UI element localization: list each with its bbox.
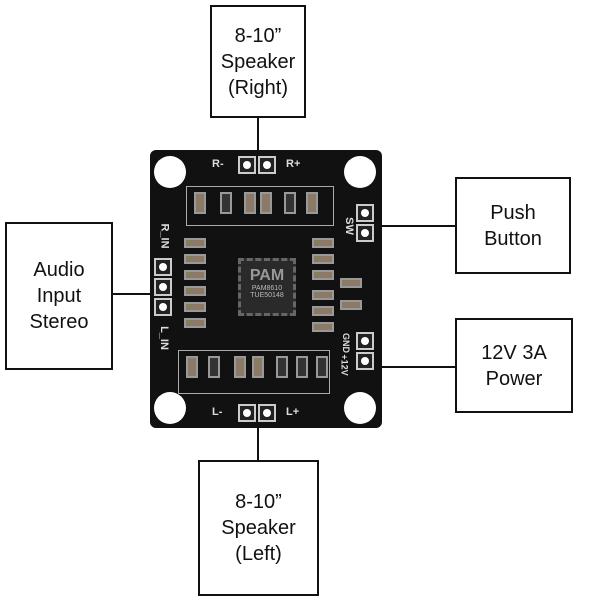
label-line: Speaker <box>220 50 296 73</box>
capacitor <box>184 302 206 312</box>
capacitor <box>260 192 272 214</box>
capacitor <box>186 356 198 378</box>
label-line: Push <box>490 201 536 224</box>
pad-r-plus <box>258 156 276 174</box>
pad-l-minus <box>238 404 256 422</box>
label-line: 12V 3A <box>481 341 547 364</box>
pad-audio-gnd <box>154 278 172 296</box>
capacitor <box>306 192 318 214</box>
resistor <box>220 192 232 214</box>
pad-audio-r <box>154 258 172 276</box>
capacitor <box>312 254 334 264</box>
label-line: 8-10” <box>235 491 282 513</box>
label-line: (Right) <box>227 76 288 99</box>
connector-bottom <box>257 418 259 460</box>
label-box-right-speaker: 8-10” Speaker (Right) <box>210 5 306 118</box>
capacitor <box>234 356 246 378</box>
silk-l-in: L_IN <box>157 326 170 350</box>
inductor <box>316 356 328 378</box>
mount-hole <box>154 392 186 424</box>
label-box-audio-input: Audio Input Stereo <box>5 222 113 370</box>
pad-12v <box>356 352 374 370</box>
capacitor <box>252 356 264 378</box>
connector-power <box>365 366 455 368</box>
connector-left <box>113 293 158 295</box>
chip-model: PAM8610 <box>251 285 283 292</box>
connector-push <box>365 225 455 227</box>
silk-l-plus: L+ <box>286 406 300 418</box>
capacitor <box>184 238 206 248</box>
chip-code: TUE50148 <box>250 292 284 299</box>
capacitor <box>184 254 206 264</box>
silk-12v: +12V <box>339 354 350 376</box>
label-line: (Left) <box>235 543 282 565</box>
pad-audio-l <box>154 298 172 316</box>
pad-l-plus <box>258 404 276 422</box>
capacitor <box>194 192 206 214</box>
capacitor <box>244 192 256 214</box>
capacitor <box>340 278 362 288</box>
resistor <box>276 356 288 378</box>
label-line: Button <box>484 227 542 250</box>
label-box-power: 12V 3A Power <box>455 318 573 413</box>
pad-r-minus <box>238 156 256 174</box>
label-line: Audio <box>33 259 85 281</box>
amplifier-chip: PAM PAM8610 TUE50148 <box>238 258 296 316</box>
mount-hole <box>344 156 376 188</box>
chip-logo: PAM <box>249 267 285 284</box>
label-line: Input <box>36 285 82 307</box>
capacitor <box>312 238 334 248</box>
label-line: 8-10” <box>234 24 282 47</box>
silk-l-minus: L- <box>212 406 223 418</box>
mount-hole <box>154 156 186 188</box>
capacitor <box>312 306 334 316</box>
capacitor <box>184 270 206 280</box>
mount-hole <box>344 392 376 424</box>
resistor <box>208 356 220 378</box>
capacitor <box>340 300 362 310</box>
resistor <box>284 192 296 214</box>
amplifier-board: R- R+ L- L+ R_IN L_IN SW GND +12V <box>150 150 382 428</box>
component-outline <box>186 186 334 226</box>
silk-r-in: R_IN <box>158 223 171 249</box>
silk-gnd: GND <box>341 333 351 353</box>
silk-r-plus: R+ <box>286 158 301 170</box>
pad-sw-1 <box>356 204 374 222</box>
capacitor <box>312 322 334 332</box>
connector-top <box>257 118 259 158</box>
label-box-push-button: Push Button <box>455 177 571 274</box>
capacitor <box>184 318 206 328</box>
component-outline <box>178 350 330 394</box>
silk-sw: SW <box>342 217 355 235</box>
pad-sw-2 <box>356 224 374 242</box>
pad-gnd <box>356 332 374 350</box>
label-box-left-speaker: 8-10” Speaker (Left) <box>198 460 319 596</box>
capacitor <box>312 290 334 300</box>
silk-r-minus: R- <box>212 158 224 170</box>
inductor <box>296 356 308 378</box>
label-line: Speaker <box>221 517 296 539</box>
label-line: Stereo <box>29 311 89 333</box>
capacitor <box>184 286 206 296</box>
capacitor <box>312 270 334 280</box>
label-line: Power <box>485 367 543 390</box>
